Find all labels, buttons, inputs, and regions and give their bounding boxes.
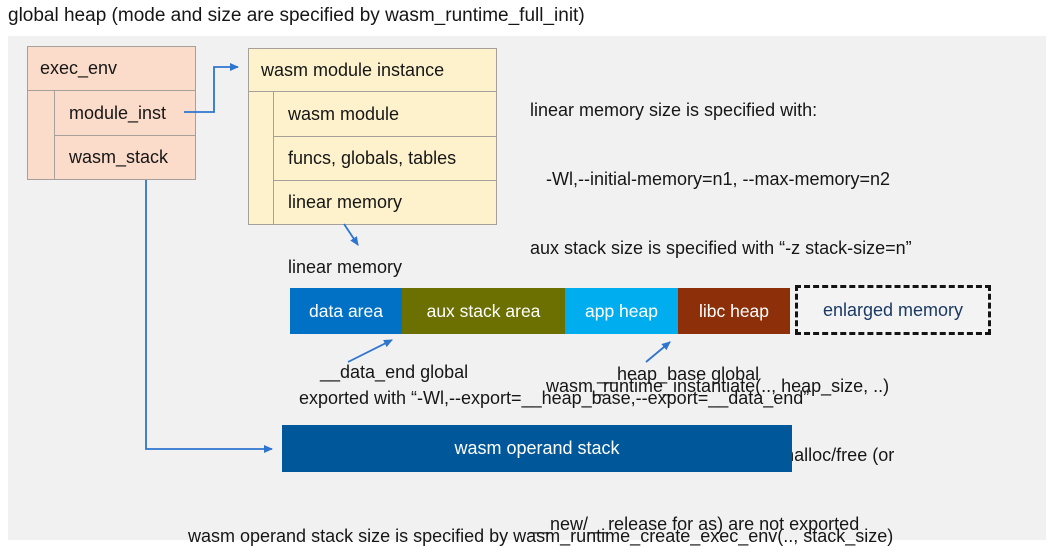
note-line: wasm operand stack size is specified by … [188, 526, 894, 546]
wasm-module-instance-box: wasm module instance wasm module funcs, … [248, 48, 497, 225]
exec-env-title: exec_env [28, 47, 195, 91]
exec-env-field-module-inst: module_inst [54, 91, 195, 135]
memory-segment-data-area: data area [290, 288, 402, 334]
enlarged-memory-box: enlarged memory [795, 285, 991, 335]
module-instance-row: linear memory [249, 180, 496, 224]
heap-base-global-label: __heap_base global [597, 364, 760, 384]
exec-env-box: exec_env module_inst wasm_stack [27, 46, 196, 180]
page-title: global heap (mode and size are specified… [8, 5, 585, 26]
operand-stack-notes: wasm operand stack size is specified by … [188, 478, 893, 547]
exported-with-label: exported with “-Wl,--export=__heap_base,… [299, 388, 810, 408]
memory-segment-app-heap: app heap [565, 288, 678, 334]
module-instance-row: funcs, globals, tables [249, 136, 496, 180]
note-line: __new/__release for as) are not exported [530, 514, 860, 534]
memory-segment-aux-stack-area: aux stack area [402, 288, 565, 334]
exec-env-row: wasm_stack [28, 135, 195, 179]
module-instance-row: wasm module [249, 92, 496, 136]
note-line: aux stack size is specified with “-z sta… [530, 238, 912, 258]
memory-segment-libc-heap: libc heap [678, 288, 790, 334]
wasm-module-instance-title: wasm module instance [249, 49, 496, 92]
note-line: linear memory size is specified with: [530, 100, 818, 120]
field-funcs-globals-tables: funcs, globals, tables [273, 136, 496, 180]
linear-memory-label: linear memory [288, 257, 403, 277]
wasm-operand-stack-bar: wasm operand stack [282, 425, 792, 472]
exec-env-field-wasm-stack: wasm_stack [54, 135, 195, 179]
field-wasm-module: wasm module [273, 92, 496, 136]
field-linear-memory: linear memory [273, 180, 496, 224]
note-line: wasm_runtime_instantiate(.., heap_size, … [546, 376, 890, 396]
data-end-global-label: __data_end global [320, 362, 469, 382]
exec-env-row: module_inst [28, 91, 195, 135]
note-line: -Wl,--initial-memory=n1, --max-memory=n2 [546, 169, 891, 189]
